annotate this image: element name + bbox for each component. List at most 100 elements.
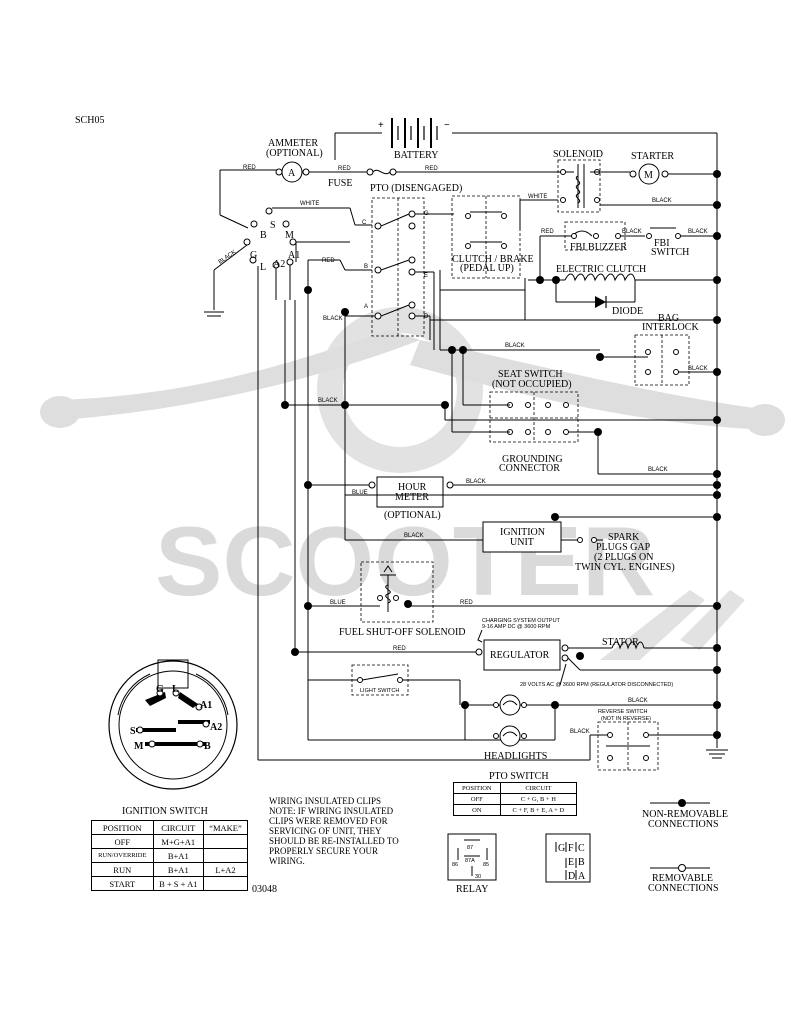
key-l: L	[172, 684, 179, 695]
wiring-note-line: WIRING INSULATED CLIPS	[269, 796, 381, 806]
fbi-switch-1: FBI	[654, 238, 670, 249]
pto-connector-diagram: G F C E B D A	[545, 833, 591, 883]
conn-f: F	[568, 843, 574, 854]
legend-nonremovable-1: NON-REMOVABLE	[642, 809, 728, 820]
hour-meter-2: METER	[395, 492, 429, 503]
wire-red-reg: RED	[393, 646, 406, 652]
ammeter-a: A	[288, 168, 296, 179]
wire-black-ign: BLACK	[218, 249, 238, 265]
wiring-note-line: NOTE: IF WIRING INSULATED	[269, 806, 394, 816]
relay-85: 85	[483, 862, 489, 868]
ign-term-b: B	[260, 230, 267, 241]
key-g: G	[156, 684, 164, 695]
wiring-note-line: SERVICING OF UNIT, THEY	[269, 826, 382, 836]
wire-white-solenoid: WHITE	[528, 194, 547, 200]
relay-label: RELAY	[456, 884, 488, 895]
pto-term-a: A	[364, 304, 368, 310]
pto-term-c: C	[362, 220, 367, 226]
table-row: OFF C + G, B + H	[453, 793, 578, 805]
conn-b: B	[578, 857, 585, 868]
spark-2: PLUGS GAP	[596, 542, 651, 553]
reverse-label: REVERSE SWITCH	[598, 709, 648, 715]
table-header-row: POSITION CIRCUIT	[453, 782, 578, 794]
pto-term-b: B	[364, 264, 368, 270]
headlights-label: HEADLIGHTS	[484, 751, 547, 762]
ign-term-g: G	[250, 250, 257, 261]
conn-e: E	[568, 857, 574, 868]
wire-red-2: RED	[338, 166, 351, 172]
key-b: B	[204, 741, 211, 752]
table-cell: ON	[453, 804, 501, 816]
legend-removable-2: CONNECTIONS	[648, 883, 719, 894]
wire-black-fbi-2: BLACK	[688, 229, 708, 235]
wire-blue-fuel: BLUE	[330, 600, 346, 606]
table-cell: C + F, B + E, A + D	[499, 804, 578, 816]
wire-black-head: BLACK	[628, 698, 648, 704]
ign-term-a2: A2	[273, 259, 285, 270]
ammeter-optional: (OPTIONAL)	[266, 148, 323, 159]
starter-m: M	[644, 170, 653, 181]
ign-term-l: L	[260, 262, 266, 273]
table-cell: C + G, B + H	[499, 793, 578, 805]
table-header: “MAKE”	[203, 820, 248, 835]
bag-label: BAG	[658, 313, 679, 324]
table-cell: START	[91, 876, 154, 891]
ign-unit-1: IGNITION	[500, 527, 545, 538]
wire-black-hour: BLACK	[466, 479, 486, 485]
ign-unit-2: UNIT	[510, 537, 534, 548]
wire-red-fbi: RED	[541, 229, 554, 235]
wire-black-pto: BLACK	[323, 316, 343, 322]
relay-diagram: 87 87A 86 85 30 RELAY	[447, 833, 497, 895]
conn-g: G	[558, 843, 565, 854]
fuse-label: FUSE	[328, 178, 352, 189]
ignition-switch-diagram: G L A1 A2 S M B	[108, 659, 238, 790]
conn-d: D	[568, 871, 575, 882]
key-m: M	[134, 741, 144, 752]
fuel-label: FUEL SHUT-OFF SOLENOID	[339, 627, 466, 638]
spark-1: SPARK	[608, 532, 640, 543]
wire-white-ign: WHITE	[300, 201, 319, 207]
battery-symbol	[391, 118, 438, 148]
table-cell: L+A2	[203, 862, 248, 877]
connector-label: CONNECTOR	[499, 463, 560, 474]
wire-black-405: BLACK	[318, 398, 338, 404]
relay-30: 30	[475, 874, 481, 880]
ign-term-a1: A1	[288, 250, 300, 261]
drawing-number: 03048	[252, 884, 277, 895]
wire-blue-hour: BLUE	[352, 490, 368, 496]
table-cell: OFF	[453, 793, 501, 805]
relay-87: 87	[467, 845, 473, 851]
wire-red-1: RED	[243, 165, 256, 171]
table-header: POSITION	[453, 782, 501, 794]
wire-black-seat: BLACK	[648, 467, 668, 473]
key-a1: A1	[200, 700, 212, 711]
clutch-brake-pedal: (PEDAL UP)	[460, 263, 514, 274]
wire-black-fbi: BLACK	[622, 229, 642, 235]
volts-label: 28 VOLTS AC @ 3600 RPM (REGULATOR DISCON…	[520, 682, 673, 688]
wire-red-pto: RED	[322, 258, 335, 264]
wire-black-ign-unit: BLACK	[404, 533, 424, 539]
table-cell	[203, 834, 248, 849]
pto-switch-table: POSITION CIRCUIT OFF C + G, B + H ON C +…	[453, 782, 578, 816]
wiring-note-line: SHOULD BE RE-INSTALLED TO	[269, 836, 399, 846]
pto-term-d: D	[424, 314, 429, 320]
table-cell	[203, 848, 248, 863]
table-row: RUN/OVERRIDE B+A1	[91, 848, 248, 863]
relay-87a: 87A	[465, 858, 475, 864]
ignition-switch-title: IGNITION SWITCH	[122, 806, 208, 817]
wire-red-fuel: RED	[460, 600, 473, 606]
watermark-text: SCOOTER	[155, 506, 655, 616]
table-cell: M+G+A1	[152, 834, 205, 849]
table-cell: RUN	[91, 862, 154, 877]
regulator-label: REGULATOR	[490, 650, 550, 661]
hour-meter-opt: (OPTIONAL)	[384, 510, 441, 521]
relay-86: 86	[452, 862, 458, 868]
wire-black-rev: BLACK	[570, 729, 590, 735]
ign-term-m: M	[285, 230, 294, 241]
pto-switch-title: PTO SWITCH	[489, 771, 549, 782]
watermark: SCOOTER	[40, 307, 785, 660]
legend: NON-REMOVABLE CONNECTIONS REMOVABLE CONN…	[642, 799, 728, 894]
table-cell: B+A1	[152, 848, 205, 863]
table-row: OFF M+G+A1	[91, 834, 248, 849]
